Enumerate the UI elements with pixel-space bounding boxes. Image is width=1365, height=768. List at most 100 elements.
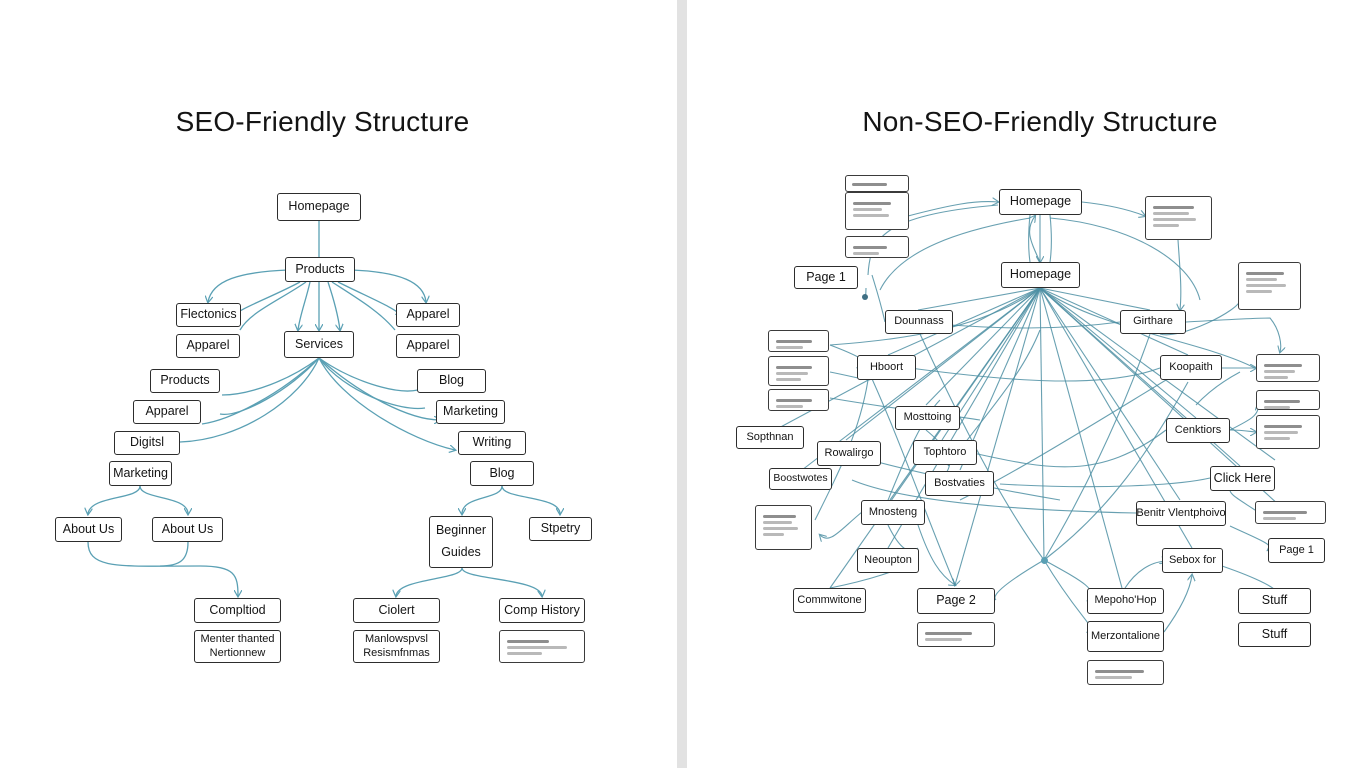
placeholder-card[interactable] bbox=[768, 330, 829, 352]
card-line bbox=[1153, 206, 1194, 209]
placeholder-card[interactable] bbox=[1145, 196, 1212, 240]
left-title: SEO-Friendly Structure bbox=[175, 106, 470, 137]
node-neoupton[interactable]: Neoupton bbox=[857, 548, 919, 573]
node-apparel-right-0[interactable]: Apparel bbox=[396, 303, 460, 327]
card-line bbox=[776, 372, 808, 375]
node-sopthnan[interactable]: Sopthnan bbox=[736, 426, 804, 449]
node-about-us-1[interactable]: About Us bbox=[55, 517, 122, 542]
node-cenktiors[interactable]: Cenktiors bbox=[1166, 418, 1230, 443]
node-blog-right[interactable]: Blog bbox=[417, 369, 486, 393]
node-products[interactable]: Products bbox=[285, 257, 355, 282]
card-line bbox=[853, 246, 887, 249]
node-comp-history[interactable]: Comp History bbox=[499, 598, 585, 623]
card-line bbox=[1264, 376, 1288, 379]
placeholder-card-comp-history[interactable] bbox=[499, 630, 585, 663]
node-about-us-2[interactable]: About Us bbox=[152, 517, 223, 542]
node-apparel-left-3[interactable]: Apparel bbox=[133, 400, 201, 424]
node-dounnass[interactable]: Dounnass bbox=[885, 310, 953, 334]
card-line bbox=[507, 646, 567, 649]
node-marketing-right[interactable]: Marketing bbox=[436, 400, 505, 424]
card-line bbox=[1264, 400, 1300, 403]
card-line bbox=[1246, 272, 1284, 275]
placeholder-card[interactable] bbox=[768, 389, 829, 411]
node-click-here[interactable]: Click Here bbox=[1210, 466, 1275, 491]
card-line bbox=[1095, 676, 1132, 679]
node-stuff-2[interactable]: Stuff bbox=[1238, 622, 1311, 647]
node-beginner-guides[interactable]: Beginner Guides bbox=[429, 516, 493, 568]
node-page1-left[interactable]: Page 1 bbox=[794, 266, 858, 289]
placeholder-card[interactable] bbox=[1087, 660, 1164, 685]
card-line bbox=[1263, 517, 1296, 520]
card-line bbox=[1264, 364, 1303, 367]
card-line bbox=[1263, 511, 1307, 514]
mentor-line-1: Menter thanted bbox=[200, 632, 275, 645]
placeholder-card[interactable] bbox=[845, 192, 909, 230]
node-sebox-for[interactable]: Sebox for bbox=[1162, 548, 1223, 573]
manlows-line-1: Manlowspvsl bbox=[365, 632, 428, 645]
node-blog-right-2[interactable]: Blog bbox=[470, 461, 534, 486]
placeholder-card[interactable] bbox=[755, 505, 812, 550]
card-line bbox=[776, 340, 812, 343]
node-girthare[interactable]: Girthare bbox=[1120, 310, 1186, 334]
placeholder-card[interactable] bbox=[1255, 501, 1326, 524]
card-line bbox=[776, 405, 803, 408]
node-homepage-mid[interactable]: Homepage bbox=[1001, 262, 1080, 288]
node-manlows-card[interactable]: Manlowspvsl Resismfnmas bbox=[353, 630, 440, 663]
placeholder-card[interactable] bbox=[1238, 262, 1301, 310]
node-mosttoing[interactable]: Mosttoing bbox=[895, 406, 960, 430]
placeholder-card[interactable] bbox=[917, 622, 995, 647]
node-page2[interactable]: Page 2 bbox=[917, 588, 995, 614]
node-electronics[interactable]: Flectonics bbox=[176, 303, 241, 327]
node-stpetry[interactable]: Stpetry bbox=[529, 517, 592, 541]
placeholder-card[interactable] bbox=[1256, 390, 1320, 410]
node-services[interactable]: Services bbox=[284, 331, 354, 358]
node-compltiod[interactable]: Compltiod bbox=[194, 598, 281, 623]
card-line bbox=[763, 533, 784, 536]
node-apparel-right-1[interactable]: Apparel bbox=[396, 334, 460, 358]
node-stuff-1[interactable]: Stuff bbox=[1238, 588, 1311, 614]
node-koopaith[interactable]: Koopaith bbox=[1160, 355, 1222, 380]
card-line bbox=[1153, 224, 1179, 227]
card-line bbox=[763, 515, 796, 518]
card-line bbox=[853, 252, 880, 255]
node-writing[interactable]: Writing bbox=[458, 431, 526, 455]
card-line bbox=[1153, 218, 1197, 221]
card-line bbox=[853, 202, 892, 205]
card-line bbox=[1153, 212, 1189, 215]
placeholder-card[interactable] bbox=[845, 236, 909, 258]
node-tophtoro[interactable]: Tophtoro bbox=[913, 440, 977, 465]
node-bostvaties[interactable]: Bostvaties bbox=[925, 471, 994, 496]
card-line bbox=[507, 652, 542, 655]
node-rowalirgo[interactable]: Rowalirgo bbox=[817, 441, 881, 466]
node-commwitone[interactable]: Commwitone bbox=[793, 588, 866, 613]
node-marketing-left[interactable]: Marketing bbox=[109, 461, 172, 486]
card-line bbox=[1264, 425, 1303, 428]
node-benitr[interactable]: Benitr Vlentphoivo bbox=[1136, 501, 1226, 526]
node-homepage-top[interactable]: Homepage bbox=[999, 189, 1082, 215]
node-apparel-left-1[interactable]: Apparel bbox=[176, 334, 240, 358]
node-merzontalione[interactable]: Merzontalione bbox=[1087, 621, 1164, 652]
card-line bbox=[1264, 370, 1296, 373]
card-line bbox=[776, 366, 812, 369]
placeholder-card[interactable] bbox=[845, 175, 909, 192]
node-digital[interactable]: Digitsl bbox=[114, 431, 180, 455]
manlows-line-2: Resismfnmas bbox=[363, 646, 430, 659]
node-mentor-card[interactable]: Menter thanted Nertionnew bbox=[194, 630, 281, 663]
card-line bbox=[852, 183, 887, 186]
node-mnosteng[interactable]: Mnosteng bbox=[861, 500, 925, 525]
node-ciolert[interactable]: Ciolert bbox=[353, 598, 440, 623]
node-products-left-2[interactable]: Products bbox=[150, 369, 220, 393]
placeholder-card[interactable] bbox=[1256, 354, 1320, 382]
node-mepohohop[interactable]: Mepoho'Hop bbox=[1087, 588, 1164, 614]
node-page1-right[interactable]: Page 1 bbox=[1268, 538, 1325, 563]
node-boostwotes[interactable]: Boostwotes bbox=[769, 468, 832, 490]
junction-dot bbox=[862, 294, 868, 300]
placeholder-card[interactable] bbox=[768, 356, 829, 386]
node-hboort[interactable]: Hboort bbox=[857, 355, 916, 380]
card-line bbox=[1246, 284, 1286, 287]
placeholder-card[interactable] bbox=[1256, 415, 1320, 449]
node-homepage[interactable]: Homepage bbox=[277, 193, 361, 221]
card-line bbox=[1264, 406, 1291, 409]
mentor-line-2: Nertionnew bbox=[209, 646, 266, 659]
panel-divider bbox=[677, 0, 687, 768]
